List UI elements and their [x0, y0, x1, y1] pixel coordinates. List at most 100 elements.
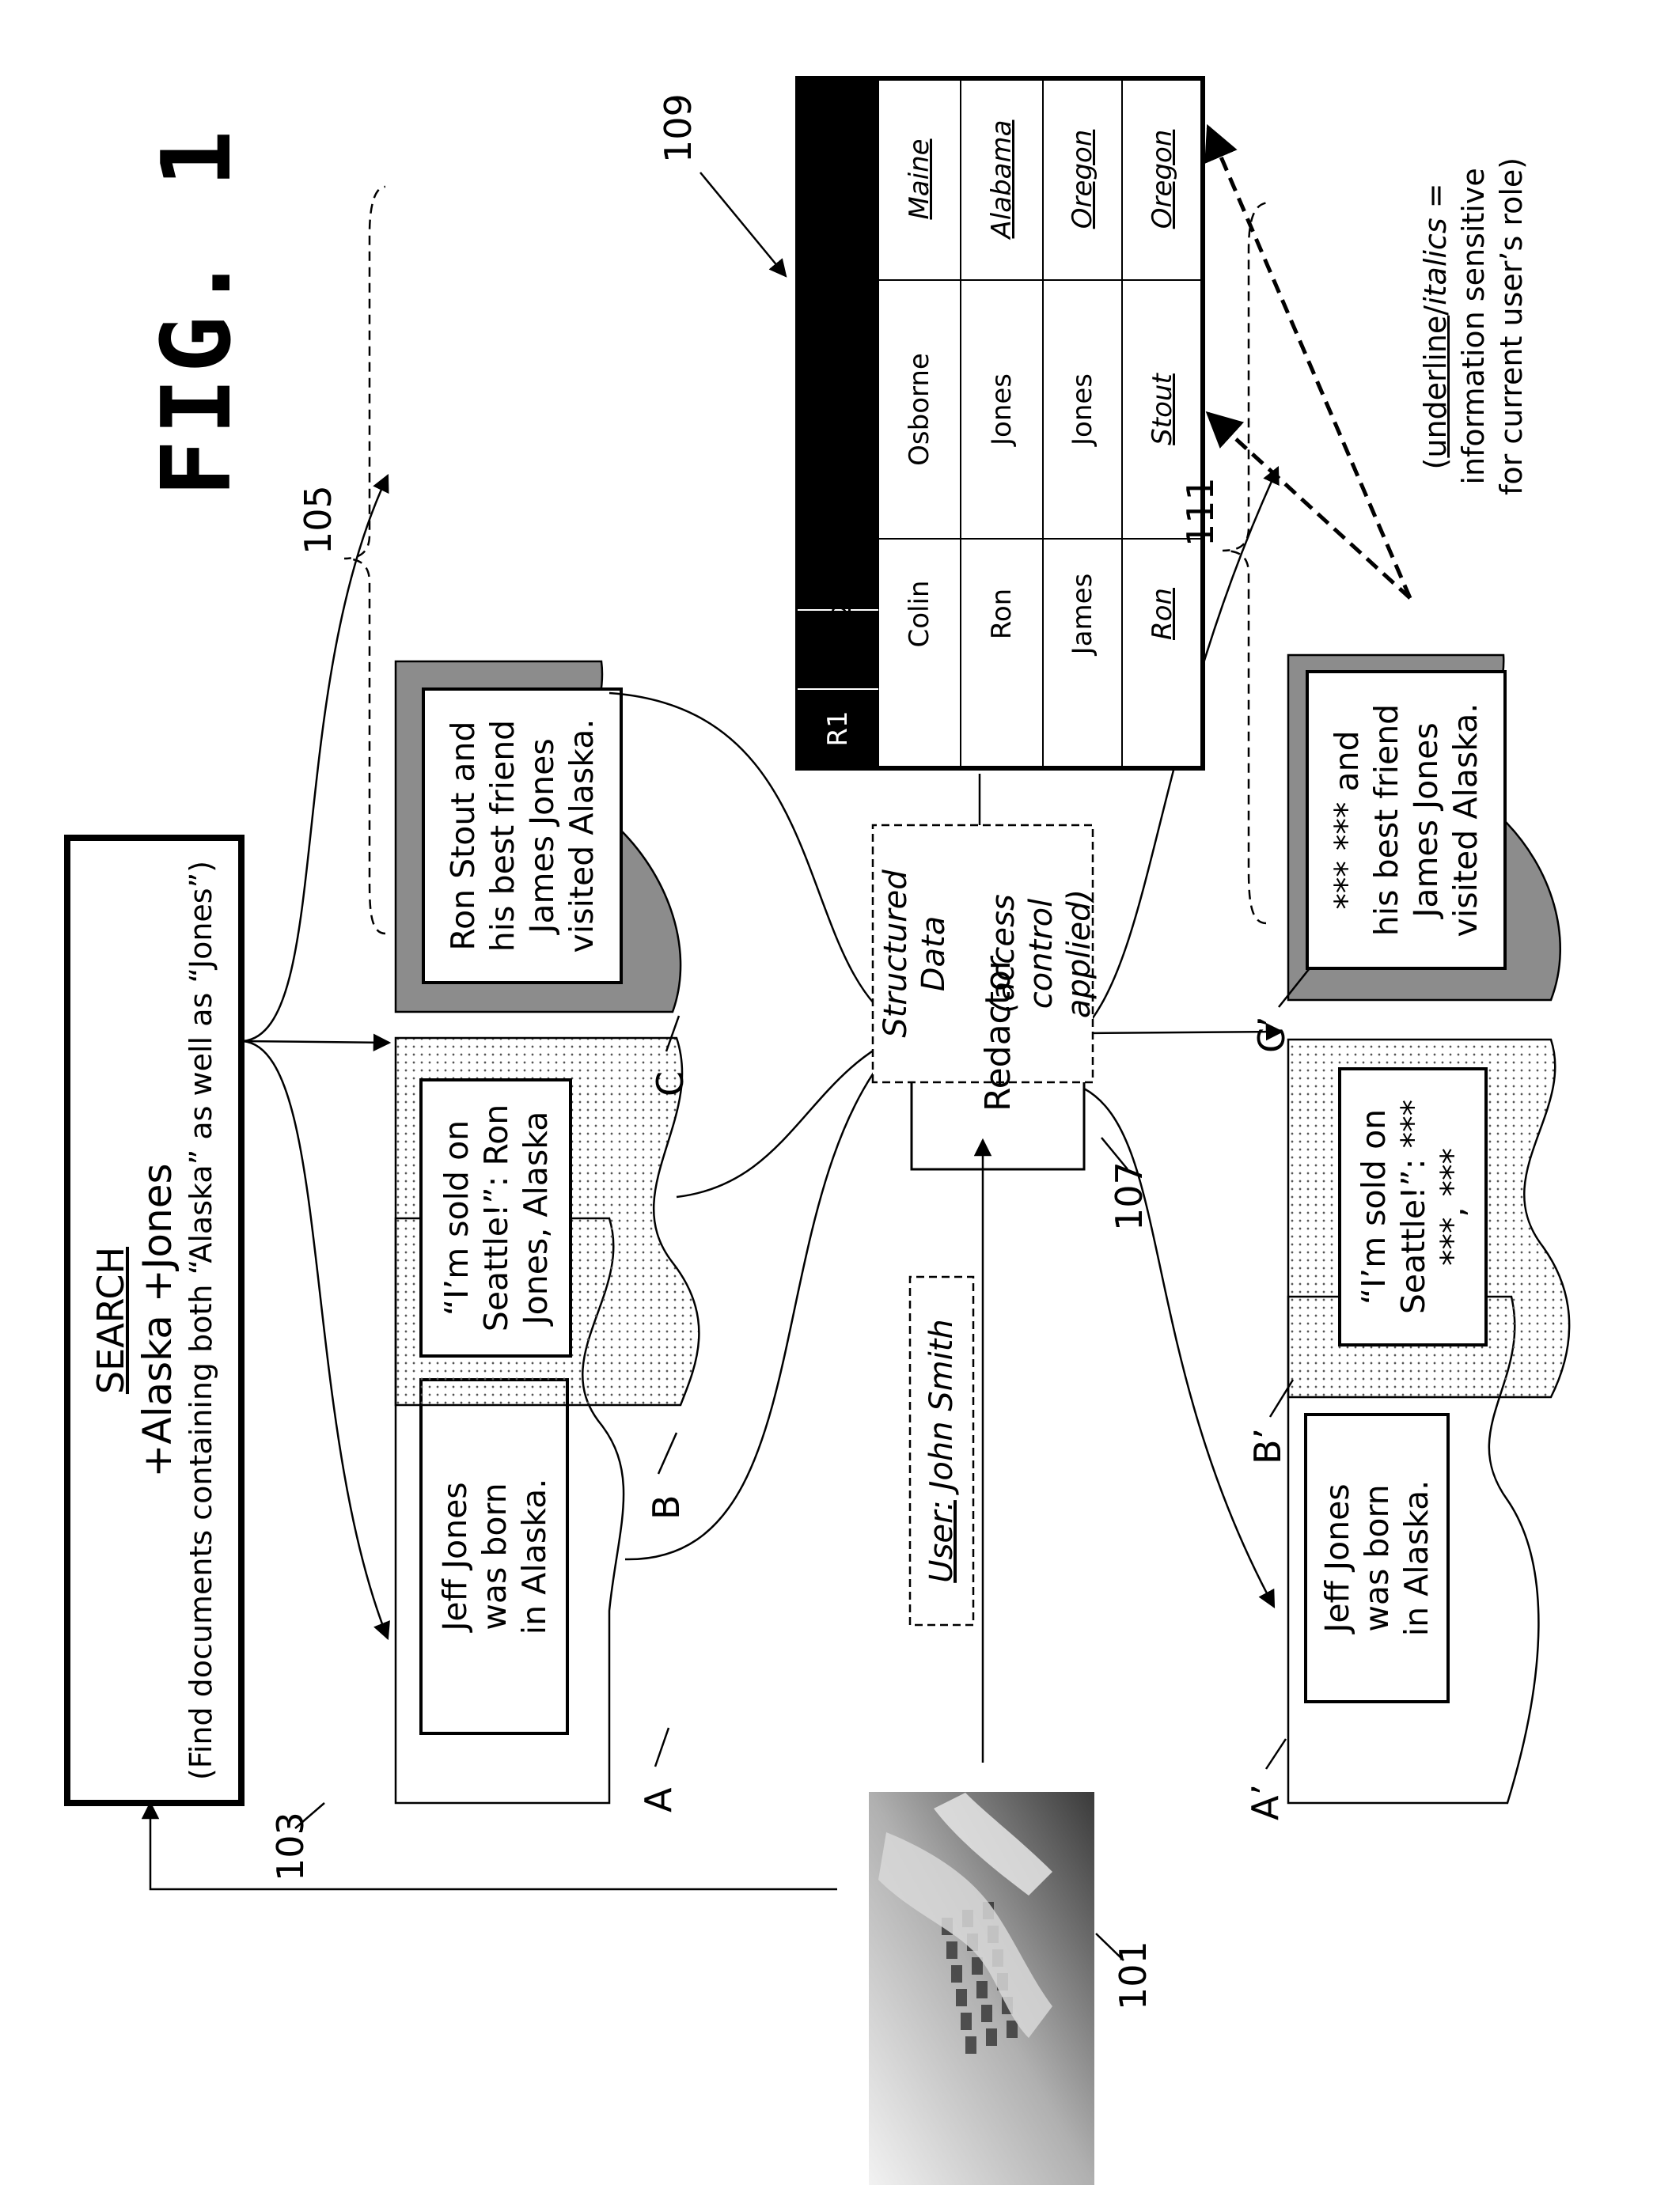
table-cell-text: Jones: [822, 373, 854, 445]
doc-a-prime-line-2: was born: [1357, 1484, 1397, 1631]
table-cell-r2-first: Colin: [878, 539, 961, 689]
table-cell-r4-state: Oregon: [1043, 78, 1122, 280]
table-cell-r3-last: Jones: [961, 280, 1043, 539]
table-cell-r3-state: Alabama: [961, 78, 1043, 280]
table-cell-r2-last: Osborne: [878, 280, 961, 539]
keyboard-photo: [869, 1792, 1094, 2185]
ref-103: 103: [269, 1812, 312, 1881]
doc-c-prime-line-4: visited Alaska.: [1446, 703, 1485, 937]
doc-c-line-1: Ron Stout and: [443, 721, 483, 950]
doc-a-line-3: in Alaska.: [514, 1479, 554, 1635]
table-cell-r4-first: James: [1043, 539, 1122, 689]
ref-107: 107: [1108, 1161, 1151, 1231]
table-cell-text: R4: [1067, 710, 1098, 746]
doc-a-prime-text: Jeff Jones was born in Alaska.: [1306, 1415, 1448, 1702]
table-cell-r1-state: Alaska: [798, 78, 878, 280]
table-cell-r5-state: Oregon: [1122, 78, 1203, 280]
doc-b-prime-text: “I’m sold on Seattle!”: *** ***, ***: [1340, 1069, 1486, 1345]
table-cell-text: R1: [822, 710, 854, 746]
table-cell-text: Ron: [1147, 588, 1178, 640]
search-title: SEARCH: [89, 1247, 133, 1394]
legend-arrow-to-state: [1208, 127, 1410, 598]
legend-line-2: information sensitive: [1454, 157, 1492, 495]
doc-b-prime-line-1: “I’m sold on: [1354, 1109, 1393, 1305]
arrow-search-to-a: [243, 1041, 388, 1638]
table-cell-r2-id: R2: [878, 689, 961, 768]
doc-a-text: Jeff Jones was born in Alaska.: [421, 1380, 567, 1733]
structured-data-line-2: Data: [915, 825, 953, 1082]
doc-c-prime-label: C’: [1250, 1016, 1293, 1053]
doc-a-line-2: was born: [475, 1483, 514, 1630]
arrow-terminal-to-search: [150, 1803, 837, 1889]
leader-b: [658, 1433, 677, 1474]
structured-data-label: Structured Data (access control applied): [877, 825, 1098, 1082]
legend-arrow-to-last-name: [1208, 414, 1410, 598]
table-cell-text: Stout: [1147, 373, 1178, 445]
doc-c-prime-line-3: James Jones: [1406, 722, 1446, 918]
leader-a-prime: [1266, 1739, 1286, 1769]
arrow-search-to-b: [243, 1041, 389, 1043]
user-name: John Smith: [923, 1319, 960, 1500]
table-cell-text: Osborne: [904, 353, 935, 466]
bracket-105: [344, 187, 385, 934]
table-cell-r3-first: Ron: [961, 539, 1043, 689]
table-cell-text: R3: [986, 710, 1018, 746]
doc-c-line-2: his best friend: [483, 720, 522, 952]
legend-underline-word: underline: [1418, 316, 1453, 458]
search-box[interactable]: SEARCH +Alaska +Jones (Find documents co…: [74, 844, 235, 1797]
table-cell-text: Maine: [904, 138, 935, 219]
legend-line-1: (underline/italics =: [1416, 157, 1454, 495]
table-cell-text: Ron: [822, 588, 854, 640]
structured-data-line-4: control: [1022, 825, 1060, 1082]
doc-c-prime-line-2: his best friend: [1367, 704, 1406, 936]
table-cell-text: Oregon: [1067, 130, 1098, 229]
doc-a-label: A: [637, 1788, 680, 1812]
doc-c-prime-line-1: *** *** and: [1327, 730, 1367, 909]
ref-105: 105: [297, 485, 339, 555]
doc-a-prime-line-3: in Alaska.: [1397, 1480, 1436, 1637]
doc-c-prime-text: *** *** and his best friend James Jones …: [1307, 672, 1505, 968]
arrow-b-to-redactor: [677, 1033, 906, 1197]
table-cell-r5-last: Stout: [1122, 280, 1203, 539]
table-cell-r4-last: Jones: [1043, 280, 1122, 539]
search-query: +Alaska +Jones: [133, 1163, 182, 1477]
doc-b-line-1: “I’m sold on: [437, 1120, 476, 1316]
doc-c-text: Ron Stout and his best friend James Jone…: [423, 689, 621, 983]
table-cell-r5-first: Ron: [1122, 539, 1203, 689]
doc-b-prime-line-3: ***, ***: [1433, 1148, 1473, 1266]
table-cell-text: Jones: [986, 373, 1018, 445]
doc-b-prime-label: B’: [1246, 1428, 1289, 1464]
doc-b-text: “I’m sold on Seattle!”: Ron Jones, Alask…: [421, 1080, 571, 1356]
leader-a: [655, 1728, 669, 1767]
doc-b-label: B: [645, 1494, 688, 1520]
table-cell-text: Jones: [1067, 373, 1098, 445]
doc-a-prime-label: A’: [1244, 1784, 1287, 1820]
table-cell-r1-id: R1: [798, 689, 878, 768]
table-cell-r5-id: R5: [1122, 689, 1203, 768]
structured-data-line-5: applied): [1060, 825, 1098, 1082]
search-note: (Find documents containing both “Alaska”…: [182, 861, 220, 1780]
user-prefix: User:: [923, 1500, 960, 1583]
ref-109: 109: [657, 93, 700, 163]
table-cell-text: James: [1067, 574, 1098, 655]
legend-equals: =: [1418, 183, 1453, 218]
table-cell-text: Ron: [986, 589, 1018, 639]
table-cell-text: Colin: [904, 581, 935, 648]
doc-b-line-3: Jones, Alaska: [516, 1112, 555, 1325]
doc-a-line-1: Jeff Jones: [435, 1482, 475, 1631]
table-cell-r2-state: Maine: [878, 78, 961, 280]
doc-c-label: C: [649, 1071, 692, 1097]
sensitivity-legend: (underline/italics = information sensiti…: [1416, 157, 1530, 495]
legend-italics-word: italics: [1418, 218, 1453, 305]
arrow-109-pointer: [700, 172, 786, 276]
ref-101: 101: [1112, 1941, 1154, 2010]
user-label: User: John Smith: [910, 1277, 973, 1625]
doc-b-prime-line-2: Seattle!”: ***: [1393, 1100, 1433, 1314]
structured-data-line-1: Structured: [877, 825, 915, 1082]
table-cell-r4-id: R4: [1043, 689, 1122, 768]
table-cell-text: Alabama: [986, 120, 1018, 239]
table-cell-text: Oregon: [1147, 130, 1178, 229]
bracket-111: [1223, 203, 1270, 923]
